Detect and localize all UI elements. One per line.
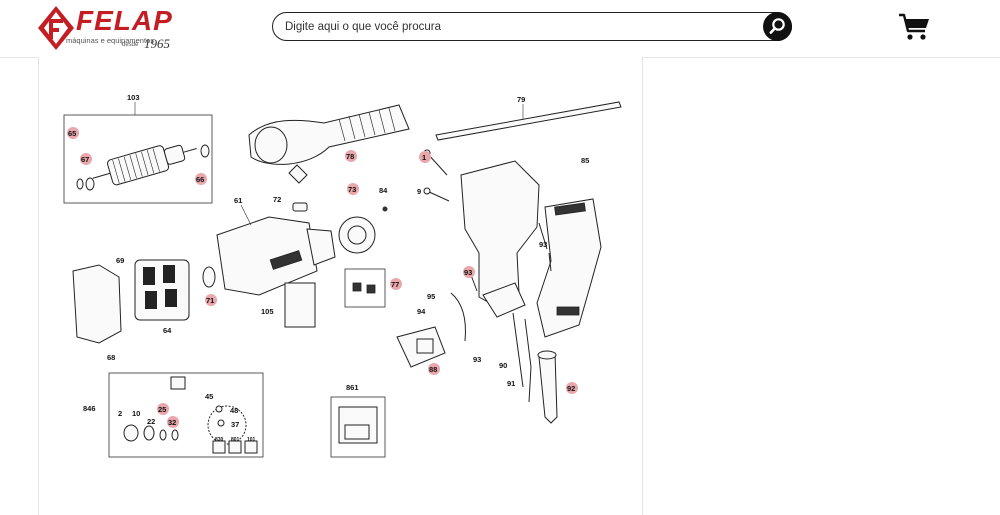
part-label: 68 (107, 353, 115, 362)
part-label: 2 (118, 409, 122, 418)
part-label: 93 (473, 355, 481, 364)
part-label: 22 (147, 417, 155, 426)
logo-tagline: máquinas e equipamentos (66, 36, 154, 45)
part-label: 801 (231, 437, 240, 443)
part-label: 72 (273, 195, 281, 204)
part-label: 69 (116, 256, 124, 265)
carrying-case (330, 396, 386, 458)
switch-assembly (396, 292, 532, 403)
part-label: 830 (215, 437, 224, 443)
part-label: 9 (417, 187, 421, 196)
part-label: 90 (499, 361, 507, 370)
felap-logo[interactable]: FELAP máquinas e equipamentos desde 1965 (36, 4, 186, 52)
part-label: 48 (230, 406, 238, 415)
part-label: 95 (427, 292, 435, 301)
gear-kit-box (108, 372, 264, 458)
field-assembly (72, 259, 216, 344)
logo-wordmark: FELAP (76, 5, 173, 36)
search-button[interactable] (763, 12, 792, 41)
part-label-highlighted: 1 (422, 153, 426, 162)
search-bar (272, 12, 792, 41)
part-label: 84 (379, 186, 388, 195)
depth-rod (435, 101, 622, 141)
site-header: FELAP máquinas e equipamentos desde 1965 (0, 0, 1000, 58)
part-label-highlighted: 88 (429, 365, 437, 374)
part-label: 93 (539, 240, 547, 249)
cart-button[interactable] (898, 12, 932, 42)
part-label: 64 (163, 326, 172, 335)
shopping-cart-icon (899, 13, 929, 40)
part-label-highlighted: 77 (391, 280, 399, 289)
part-label-highlighted: 73 (348, 185, 356, 194)
part-label: 861 (346, 383, 359, 392)
part-label: 846 (83, 404, 96, 413)
brushes (344, 268, 386, 308)
part-label: 85 (581, 156, 589, 165)
magnifier-icon (769, 18, 785, 34)
gear-housing (216, 202, 388, 296)
main-housing (460, 160, 602, 338)
part-label: 37 (231, 420, 239, 429)
armature-group (63, 102, 213, 204)
product-panel: 103 65 67 66 78 79 1 85 9 61 72 73 84 93… (38, 57, 643, 515)
part-label: 94 (417, 307, 426, 316)
part-label-highlighted: 93 (464, 268, 472, 277)
search-input[interactable] (285, 18, 755, 36)
part-label-highlighted: 65 (68, 129, 76, 138)
part-label: 101 (247, 437, 256, 443)
part-label: 79 (517, 95, 525, 104)
logo-year: 1965 (144, 36, 170, 51)
part-label-highlighted: 25 (158, 405, 166, 414)
part-label-highlighted: 66 (196, 175, 204, 184)
part-labels: 103 65 67 66 78 79 1 85 9 61 72 73 84 93… (67, 93, 589, 443)
exploded-parts-diagram: 103 65 67 66 78 79 1 85 9 61 72 73 84 93… (63, 93, 622, 458)
part-label-highlighted: 32 (168, 418, 176, 427)
part-label: 61 (234, 196, 242, 205)
part-label: 91 (507, 379, 515, 388)
brush-card (284, 282, 316, 328)
part-label-highlighted: 92 (567, 384, 575, 393)
side-handle (248, 104, 410, 184)
part-label: 45 (205, 392, 213, 401)
part-label: 105 (261, 307, 274, 316)
logo-since: desde (122, 42, 139, 48)
part-label: 103 (127, 93, 140, 102)
part-label: 10 (132, 409, 140, 418)
part-label-highlighted: 71 (206, 296, 214, 305)
felap-logo-icon (38, 6, 74, 50)
cord-guard (537, 350, 558, 424)
part-label-highlighted: 78 (346, 152, 354, 161)
part-label-highlighted: 67 (81, 155, 89, 164)
